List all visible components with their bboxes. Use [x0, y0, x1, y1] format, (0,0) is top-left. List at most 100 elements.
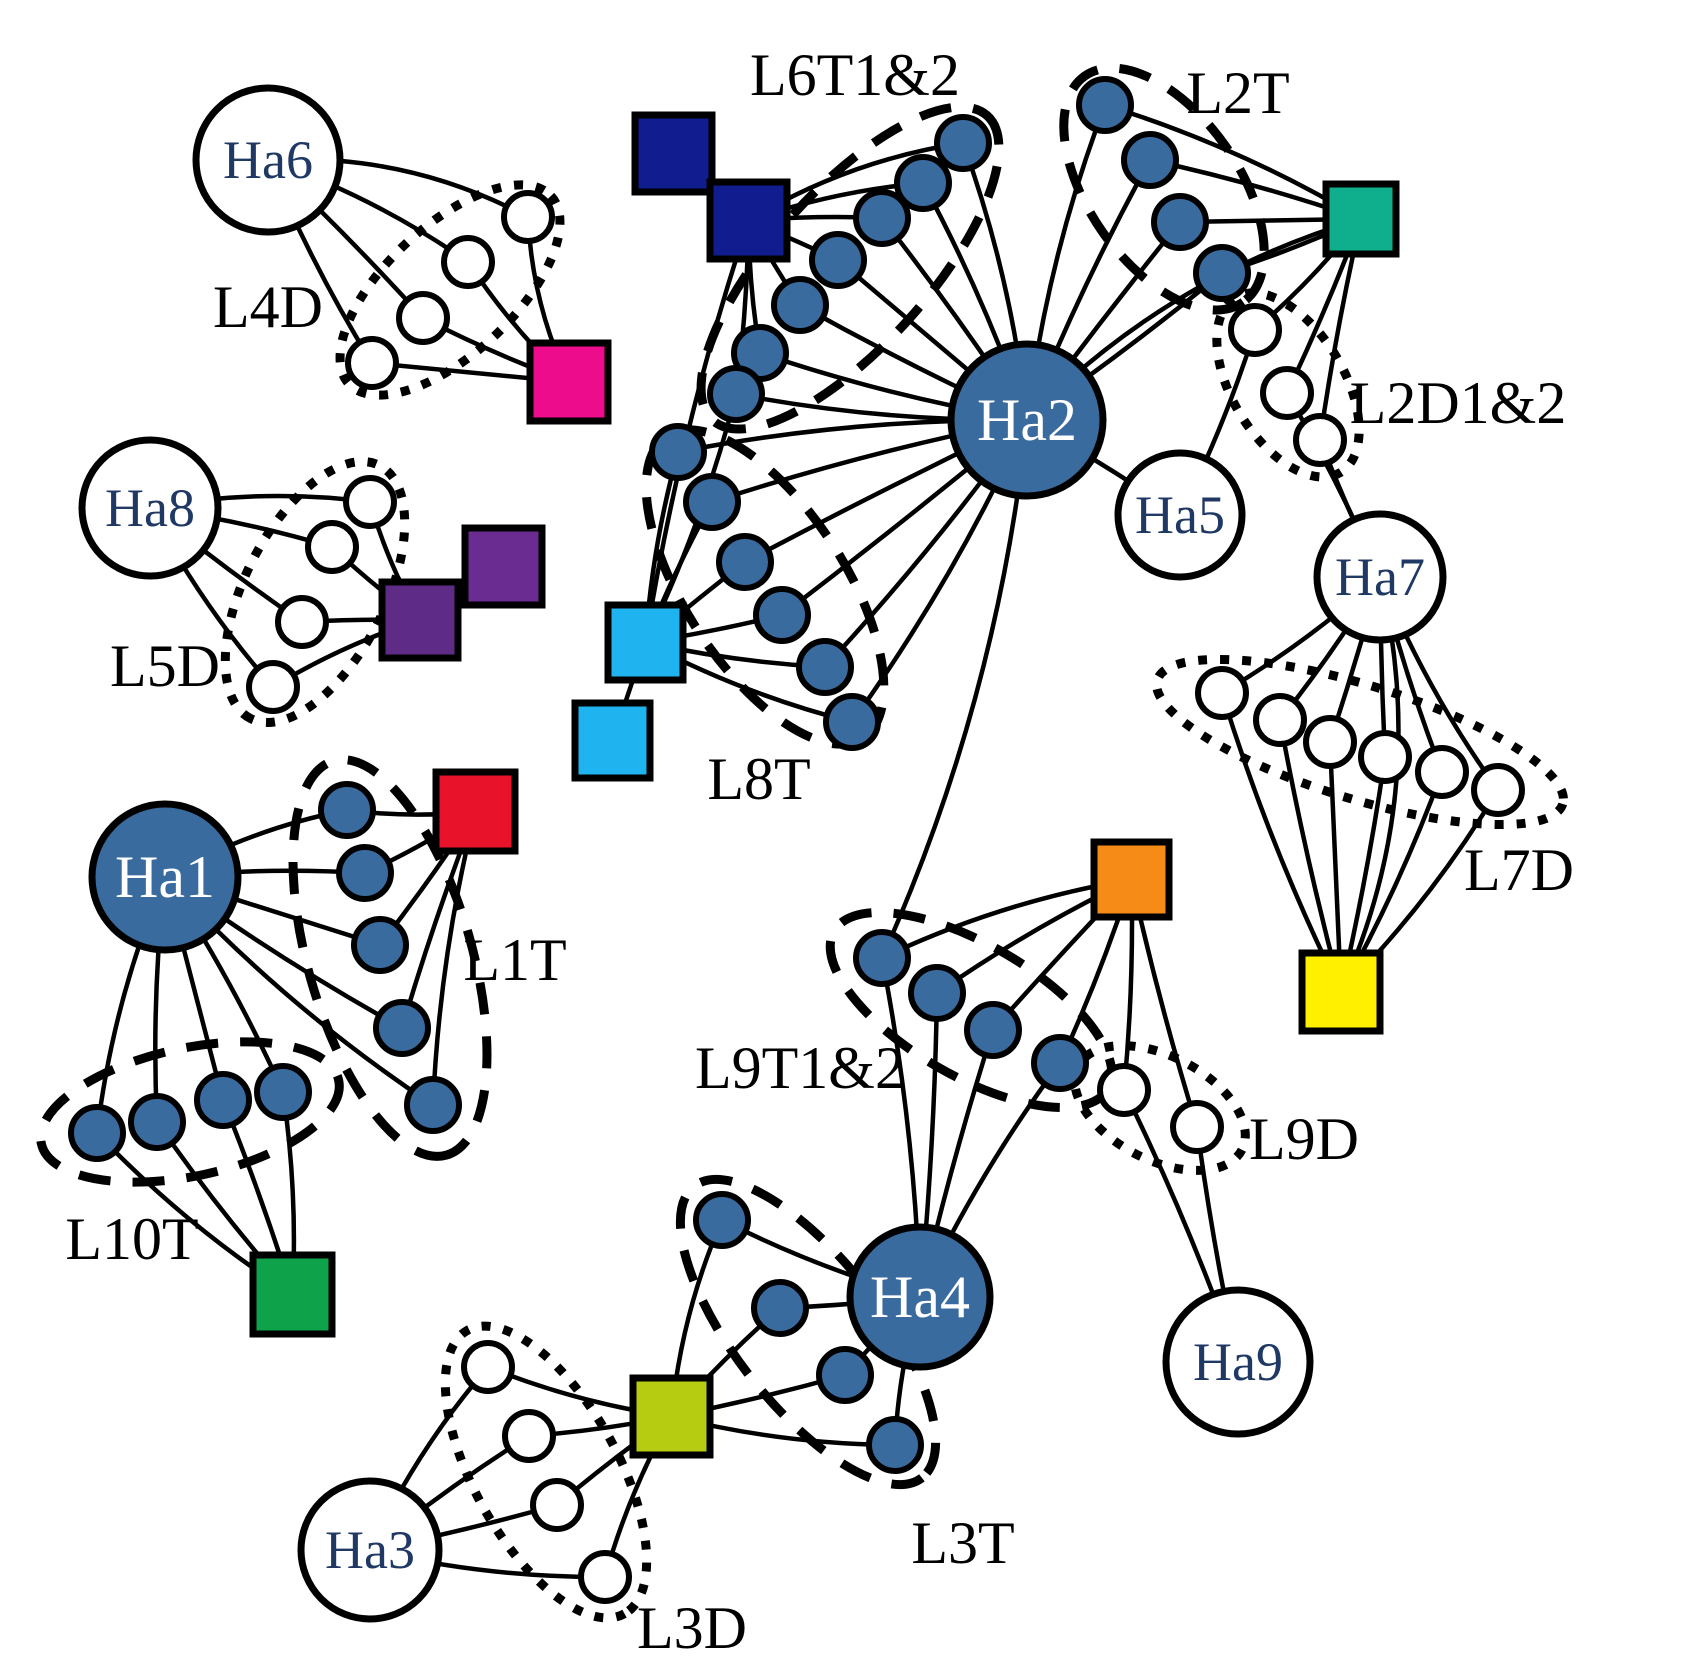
sampled-allele-node-t9d	[1031, 1034, 1089, 1092]
unsampled-allele-node-d7e	[1415, 745, 1469, 799]
sampled-allele-node-t2b	[1121, 131, 1179, 189]
sampled-allele-node-t3a	[693, 1191, 751, 1249]
unsampled-allele-node-d7a	[1195, 666, 1249, 720]
haplotype-label-Ha6: Ha6	[223, 130, 313, 190]
haplotype-node-Ha5	[1114, 449, 1246, 581]
unsampled-allele-node-d2a	[1228, 303, 1282, 357]
locus-square-cyan2	[571, 699, 654, 782]
sampled-allele-node-t8c	[716, 533, 774, 591]
group-label-L4D: L4D	[213, 274, 323, 340]
sampled-allele-node-t1e	[404, 1076, 462, 1134]
locus-square-red	[432, 768, 519, 855]
group-ellipse-L10T	[36, 1037, 344, 1187]
locus-square-purple_back	[461, 524, 546, 609]
edge-Ha2-t9a	[879, 419, 1030, 959]
unsampled-allele-node-d7d	[1358, 730, 1412, 784]
haplotype-label-Ha7: Ha7	[1335, 547, 1425, 607]
unsampled-allele-node-d4a	[501, 190, 555, 244]
haplotype-label-Ha5: Ha5	[1135, 485, 1225, 545]
sampled-allele-node-t3c	[816, 1346, 874, 1404]
sampled-allele-node-t6d	[809, 231, 867, 289]
sampled-allele-node-t8d	[753, 586, 811, 644]
unsampled-allele-node-d5b	[305, 520, 359, 574]
unsampled-allele-node-d2c	[1293, 413, 1347, 467]
group-label-L6T: L6T1&2	[750, 42, 960, 108]
sampled-allele-node-t1c	[351, 916, 409, 974]
group-ellipse-L4D	[335, 180, 565, 400]
sampled-allele-node-t1d	[373, 999, 431, 1057]
unsampled-allele-node-d7f	[1471, 763, 1525, 817]
unsampled-allele-node-d2b	[1260, 366, 1314, 420]
sampled-allele-node-t2c	[1151, 193, 1209, 251]
unsampled-allele-node-d3c	[530, 1478, 584, 1532]
haplotype-node-Ha7	[1313, 510, 1447, 644]
sampled-allele-node-t2d	[1193, 244, 1251, 302]
sampled-allele-node-t6a	[934, 114, 992, 172]
haplotype-node-Ha2	[947, 340, 1107, 500]
locus-square-orange	[1090, 838, 1173, 921]
locus-square-cyan1	[604, 601, 687, 684]
group-ellipse-L5D	[220, 457, 410, 727]
group-ellipse-L3T	[675, 1174, 941, 1490]
locus-square-teal	[1322, 180, 1400, 258]
group-ellipse-L9D	[1070, 1041, 1250, 1175]
sampled-allele-node-t1a	[318, 781, 376, 839]
group-label-L1T: L1T	[463, 927, 566, 993]
sampled-allele-node-t10a	[68, 1104, 126, 1162]
group-label-L10T: L10T	[65, 1206, 198, 1272]
group-ellipse-L2D	[1212, 288, 1364, 482]
group-label-L2T: L2T	[1186, 60, 1289, 126]
group-label-L3D: L3D	[637, 1595, 747, 1661]
unsampled-allele-node-d5a	[343, 475, 397, 529]
locus-square-pink	[526, 339, 612, 425]
group-ellipse-L3D	[440, 1321, 652, 1623]
unsampled-allele-node-d3b	[502, 1409, 556, 1463]
unsampled-allele-node-d3d	[578, 1550, 632, 1604]
locus-square-yellow	[1298, 949, 1384, 1035]
haplotype-node-Ha4	[846, 1223, 994, 1371]
unsampled-allele-node-d9b	[1170, 1100, 1224, 1154]
unsampled-allele-node-d4b	[441, 235, 495, 289]
sampled-allele-node-t6c	[853, 189, 911, 247]
unsampled-allele-node-d3a	[461, 1340, 515, 1394]
haplotype-label-Ha9: Ha9	[1193, 1332, 1283, 1392]
unsampled-allele-node-d9a	[1097, 1063, 1151, 1117]
sampled-allele-node-t3b	[751, 1279, 809, 1337]
group-ellipse-L7D	[1152, 654, 1568, 830]
group-label-L2D: L2D1&2	[1350, 370, 1567, 436]
haplotype-node-Ha6	[192, 84, 344, 236]
sampled-allele-node-t9a	[853, 929, 911, 987]
sampled-allele-node-t9b	[908, 964, 966, 1022]
sampled-allele-node-t2a	[1076, 76, 1134, 134]
group-ellipse-L6T	[696, 102, 1004, 434]
group-label-L8T: L8T	[707, 746, 810, 812]
group-label-L3T: L3T	[911, 1510, 1014, 1576]
haplotype-label-Ha2: Ha2	[977, 387, 1077, 453]
unsampled-allele-node-d4d	[345, 336, 399, 390]
sampled-allele-node-t8a	[649, 423, 707, 481]
haplotype-node-Ha8	[78, 436, 222, 580]
group-label-L5D: L5D	[110, 633, 220, 699]
locus-square-purple_front	[378, 578, 462, 662]
sampled-allele-node-t10b	[128, 1093, 186, 1151]
haplotype-label-Ha3: Ha3	[325, 1520, 415, 1580]
group-ellipse-L1T	[288, 755, 492, 1161]
unsampled-allele-node-d5d	[246, 660, 300, 714]
locus-square-navy1	[631, 111, 716, 196]
sampled-allele-node-t6e	[771, 276, 829, 334]
sampled-allele-node-t8b	[683, 473, 741, 531]
haplotype-node-Ha9	[1162, 1286, 1314, 1438]
locus-square-navy2	[706, 178, 791, 263]
haplotype-label-Ha8: Ha8	[105, 478, 195, 538]
sampled-allele-node-t10c	[194, 1071, 252, 1129]
sampled-allele-node-t1b	[336, 844, 394, 902]
sampled-allele-node-t8e	[796, 638, 854, 696]
unsampled-allele-node-d7b	[1253, 693, 1307, 747]
locus-square-chart	[629, 1374, 714, 1459]
locus-square-green	[249, 1251, 336, 1338]
group-label-L9D: L9D	[1249, 1106, 1359, 1172]
sampled-allele-node-t3d	[866, 1416, 924, 1474]
group-label-L7D: L7D	[1464, 837, 1574, 903]
